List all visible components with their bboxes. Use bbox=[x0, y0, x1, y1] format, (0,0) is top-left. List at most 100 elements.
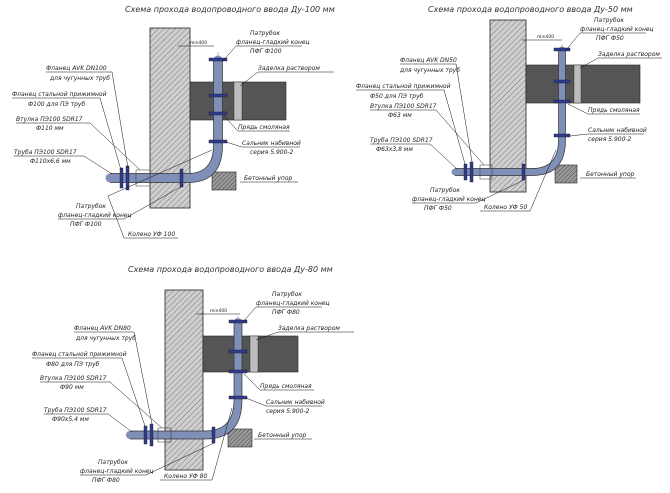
label-branch-bottom-2: фланец-гладкий конец bbox=[412, 196, 486, 203]
label-stop: Бетонный упор bbox=[244, 175, 293, 182]
label-bushing: Втулка ПЭ100 SDR17 bbox=[370, 103, 437, 110]
label-pipe: Труба ПЭ100 SDR17 bbox=[370, 137, 433, 144]
label-branch-top: Патрубок bbox=[250, 30, 280, 37]
label-strand: Прядь смоляная bbox=[260, 383, 312, 390]
bushing bbox=[157, 427, 172, 443]
label-flange-avk: Фланец AVK DN100 bbox=[46, 65, 107, 72]
label-branch-top-3: ПФГ Ф100 bbox=[250, 48, 282, 55]
pipe-body bbox=[451, 46, 566, 176]
label-flange-steel-2: Ф100 для ПЭ труб bbox=[28, 101, 85, 108]
label-flange-avk-2: для чугунных труб bbox=[49, 75, 110, 82]
label-stop: Бетонный упор bbox=[258, 432, 307, 439]
label-gland-2: серия 5.900-2 bbox=[266, 408, 310, 415]
label-mortar: Заделка раствором bbox=[258, 65, 320, 72]
flange-avk bbox=[469, 161, 474, 183]
flange-top bbox=[553, 47, 571, 52]
label-branch-top-2: фланец-гладкий конец bbox=[580, 26, 654, 33]
label-elbow: Колено УФ 100 bbox=[128, 231, 175, 238]
dimension-label: min400 bbox=[210, 308, 227, 314]
concrete-stop bbox=[227, 428, 253, 448]
bushing bbox=[479, 164, 493, 180]
label-pipe: Труба ПЭ100 SDR17 bbox=[44, 407, 107, 414]
mortar-fill bbox=[233, 81, 243, 121]
label-elbow: Колено УФ 50 bbox=[484, 204, 528, 211]
mortar-fill bbox=[249, 335, 259, 373]
diagram-title: Схема прохода водопроводного ввода Ду-80… bbox=[128, 265, 333, 274]
dimension-label: min400 bbox=[537, 34, 554, 40]
diagram-du50: Схема прохода водопроводного ввода Ду-50… bbox=[356, 5, 662, 212]
flange-elbow-bottom bbox=[521, 163, 526, 181]
flange-elbow-bottom bbox=[179, 168, 184, 188]
label-branch-top: Патрубок bbox=[272, 291, 302, 298]
label-gland: Сальник набивной bbox=[588, 127, 647, 134]
diagram-du80: Схема прохода водопроводного ввода Ду-80… bbox=[32, 265, 354, 484]
flange-gland bbox=[228, 369, 248, 374]
label-strand: Прядь смоляная bbox=[588, 107, 640, 114]
label-elbow: Колено УФ 80 bbox=[164, 473, 208, 480]
diagram-title: Схема прохода водопроводного ввода Ду-10… bbox=[125, 5, 335, 14]
label-strand: Прядь смоляная bbox=[238, 124, 290, 131]
label-gland-2: серия 5.900-2 bbox=[588, 136, 632, 143]
label-flange-steel: Фланец стальной прижимной bbox=[12, 91, 107, 98]
concrete-stop bbox=[554, 164, 578, 184]
label-bushing-2: Ф63 мм bbox=[388, 112, 412, 119]
flange-mid bbox=[228, 349, 248, 354]
flange-top bbox=[208, 57, 228, 62]
floor-slab bbox=[525, 64, 641, 104]
label-flange-steel: Фланец стальной прижимной bbox=[32, 351, 127, 358]
label-gland: Сальник набивной bbox=[266, 399, 325, 406]
label-pipe-2: Ф63х3,8 мм bbox=[376, 146, 413, 153]
label-stop: Бетонный упор bbox=[586, 171, 635, 178]
label-pipe-2: Ф110х6,6 мм bbox=[30, 158, 71, 165]
pipe-body bbox=[105, 55, 223, 183]
flange-mid bbox=[208, 93, 228, 98]
label-branch-bottom-3: ПФГ Ф80 bbox=[92, 477, 120, 484]
label-bushing-2: Ф110 мм bbox=[36, 125, 64, 132]
dimension-label: min400 bbox=[190, 40, 207, 46]
label-branch-bottom-3: ПФГ Ф50 bbox=[424, 205, 452, 212]
label-flange-avk-2: для чугунных труб bbox=[399, 67, 460, 74]
flange-elbow bbox=[208, 139, 228, 144]
label-branch-bottom: Патрубок bbox=[76, 203, 106, 210]
label-branch-bottom: Патрубок bbox=[98, 459, 128, 466]
label-flange-steel-2: Ф50 для ПЭ труб bbox=[370, 93, 424, 100]
label-branch-bottom-2: фланец-гладкий конец bbox=[58, 212, 132, 219]
label-bushing-2: Ф90 мм bbox=[60, 384, 84, 391]
flange-mid bbox=[553, 79, 571, 84]
label-gland: Сальник набивной bbox=[242, 140, 301, 147]
label-bushing: Втулка ПЭ100 SDR17 bbox=[40, 375, 107, 382]
label-flange-avk: Фланец AVK DN50 bbox=[400, 57, 457, 64]
label-bushing: Втулка ПЭ100 SDR17 bbox=[16, 116, 83, 123]
flange-elbow bbox=[553, 133, 571, 138]
concrete-stop bbox=[211, 171, 237, 191]
flange-elbow-bottom bbox=[211, 426, 216, 444]
flange-gland bbox=[553, 99, 571, 104]
label-flange-steel-2: Ф80 для ПЭ труб bbox=[46, 361, 100, 368]
diagram-du100: Схема прохода водопроводного ввода Ду-10… bbox=[12, 5, 335, 239]
label-flange-avk: Фланец AVK DN80 bbox=[74, 325, 131, 332]
flange-gland bbox=[208, 111, 228, 116]
wall bbox=[489, 19, 527, 193]
label-flange-avk-2: для чугунных труб bbox=[75, 335, 136, 342]
label-branch-bottom-3: ПФГ Ф100 bbox=[70, 221, 102, 228]
label-branch-top-2: фланец-гладкий конец bbox=[236, 39, 310, 46]
label-mortar: Заделка раствором bbox=[278, 325, 340, 332]
flange-steel bbox=[143, 425, 148, 445]
label-flange-steel: Фланец стальной прижимной bbox=[356, 83, 451, 90]
flange-elbow bbox=[228, 395, 248, 400]
flange-steel bbox=[463, 163, 468, 181]
bushing bbox=[135, 169, 151, 187]
flange-top bbox=[228, 319, 248, 324]
flange-steel bbox=[119, 167, 124, 189]
label-branch-top-3: ПФГ Ф80 bbox=[272, 309, 300, 316]
wall bbox=[164, 289, 204, 471]
label-gland-2: серия 5.900-2 bbox=[250, 149, 294, 156]
label-branch-top: Патрубок bbox=[594, 17, 624, 24]
pipe-body bbox=[126, 318, 242, 439]
label-branch-bottom-2: фланец-гладкий конец bbox=[80, 468, 154, 475]
label-branch-bottom: Патрубок bbox=[430, 187, 460, 194]
label-pipe-2: Ф90х5,4 мм bbox=[52, 416, 89, 423]
diagram-title: Схема прохода водопроводного ввода Ду-50… bbox=[428, 5, 633, 14]
label-mortar: Заделка раствором bbox=[598, 51, 660, 58]
